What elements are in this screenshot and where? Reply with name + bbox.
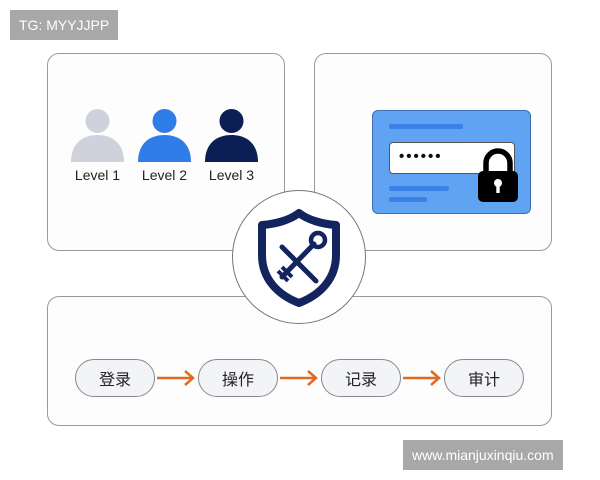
- arrow-right-icon: [403, 370, 441, 386]
- text-line: [389, 186, 449, 191]
- access-levels-panel: Level 1 Level 2 Level 3: [47, 53, 285, 251]
- watermark-bottom: www.mianjuxinqiu.com: [403, 440, 563, 470]
- security-badge: [232, 190, 366, 324]
- user-icon: [138, 107, 191, 162]
- level-1: Level 1: [70, 106, 125, 183]
- login-card: ••••••: [372, 110, 531, 214]
- user-icon: [205, 107, 258, 162]
- level-label: Level 1: [74, 167, 121, 183]
- step-login: 登录: [75, 359, 155, 397]
- arrow-right-icon: [157, 370, 195, 386]
- password-panel: ••••••: [314, 53, 552, 251]
- user-icon: [71, 107, 124, 162]
- levels-row: Level 1 Level 2 Level 3: [70, 106, 259, 183]
- flow-row: 登录 操作 记录 审计: [75, 359, 524, 397]
- text-line: [389, 124, 463, 129]
- lock-icon: [478, 148, 518, 202]
- password-field: ••••••: [389, 142, 515, 174]
- level-2: Level 2: [137, 106, 192, 183]
- shield-key-icon: [258, 209, 340, 307]
- step-audit: 审计: [444, 359, 524, 397]
- level-label: Level 3: [208, 167, 255, 183]
- level-3: Level 3: [204, 106, 259, 183]
- level-label: Level 2: [141, 167, 188, 183]
- step-operate: 操作: [198, 359, 278, 397]
- text-line: [389, 197, 427, 202]
- step-record: 记录: [321, 359, 401, 397]
- arrow-right-icon: [280, 370, 318, 386]
- watermark-top: TG: MYYJJPP: [10, 10, 119, 40]
